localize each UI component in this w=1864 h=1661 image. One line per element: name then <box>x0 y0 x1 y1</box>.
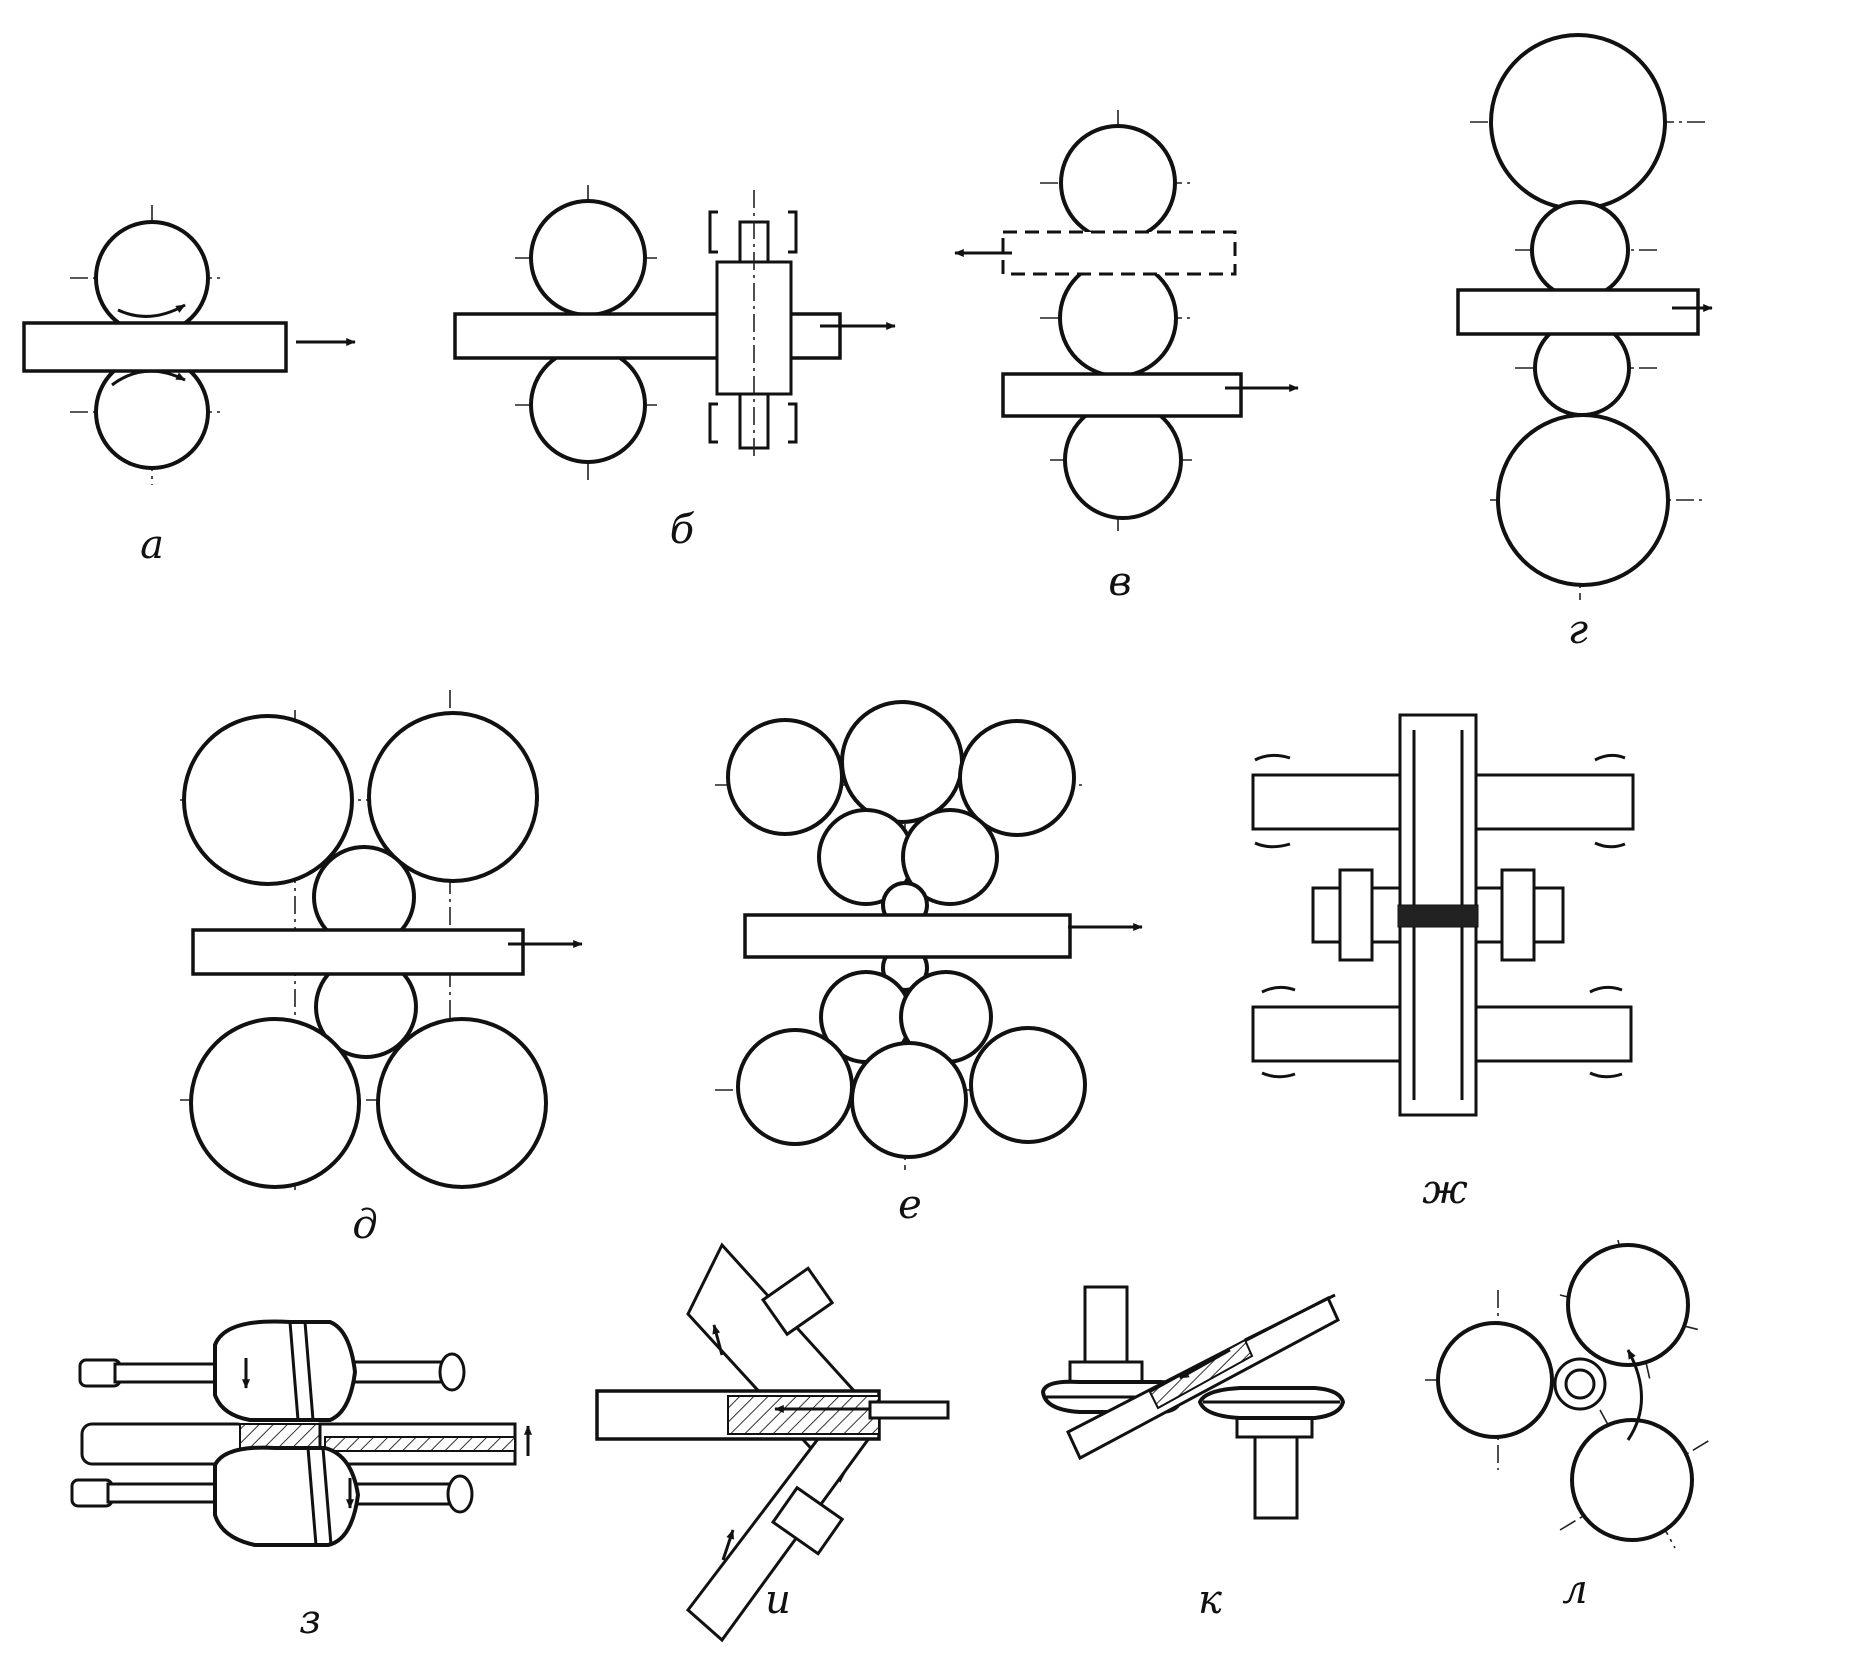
roll-bottom-right <box>1570 1418 1694 1542</box>
roll-top <box>529 199 647 317</box>
barrel-roll-top <box>213 1319 358 1422</box>
panel-g-four-high-stand <box>1456 33 1713 600</box>
workpiece-strip <box>191 928 525 976</box>
panel-e-cluster-stand <box>715 700 1143 1170</box>
roll-bottom <box>529 346 647 464</box>
panel-label-e: е <box>898 1182 922 1228</box>
panel-label-v: в <box>1108 559 1132 605</box>
backup-roll-bottom <box>1496 413 1670 587</box>
panel-label-i: и <box>765 1577 791 1623</box>
panel-z-skew-rolling-mill <box>70 1319 532 1547</box>
backup-roll <box>376 1017 548 1189</box>
backup-roll <box>850 1041 968 1159</box>
backup-roll <box>189 1017 361 1189</box>
panel-l-three-roll-stand <box>1425 1239 1711 1549</box>
panel-b-universal-stand <box>453 185 896 480</box>
panel-a-two-high-stand <box>22 205 356 485</box>
panel-label-z: з <box>299 1597 321 1643</box>
panel-label-g: г <box>1567 607 1589 653</box>
backup-roll <box>840 700 964 824</box>
intermediate-roll <box>901 808 999 906</box>
backup-roll <box>969 1026 1087 1144</box>
work-roll-top <box>1530 200 1630 300</box>
roll-top <box>1059 124 1177 242</box>
backup-roll <box>367 711 539 883</box>
roll-bottom <box>94 354 210 470</box>
roll-left <box>1436 1321 1554 1439</box>
barrel-roll-bottom <box>213 1445 361 1547</box>
backup-roll-top <box>1489 33 1667 211</box>
panel-d-six-high-stand <box>180 690 583 1190</box>
workpiece-strip-return-pass <box>1001 230 1237 276</box>
panel-label-b: б <box>669 507 695 553</box>
panel-label-a: а <box>140 522 164 568</box>
panel-v-three-high-stand <box>954 110 1299 535</box>
rolling-direction-arrow-icon <box>1179 1348 1231 1380</box>
rotation-arrow-icon <box>117 303 186 318</box>
workpiece-strip <box>1456 288 1700 336</box>
workpiece-strip <box>22 321 288 373</box>
panel-zh-universal-stand <box>1251 713 1635 1117</box>
rotation-arrow-icon <box>1626 1349 1643 1441</box>
rotation-arrow-icon <box>721 1529 735 1561</box>
backup-roll <box>726 718 844 836</box>
panel-i-disk-rolls <box>595 1242 950 1643</box>
panel-label-d: д <box>352 1202 378 1248</box>
workpiece-strip <box>743 913 1072 959</box>
panel-label-l: л <box>1562 1567 1588 1613</box>
backup-roll <box>736 1028 854 1146</box>
panel-k-mandrel-disk-rolls <box>1040 1285 1346 1520</box>
rotation-arrow-icon <box>712 1324 724 1356</box>
workpiece-strip <box>1001 372 1243 418</box>
panel-label-zh: ж <box>1422 1167 1468 1213</box>
panel-label-k: к <box>1198 1577 1222 1623</box>
roll-middle <box>1058 258 1178 378</box>
backup-roll <box>182 714 354 886</box>
roll-bottom <box>1063 400 1183 520</box>
roll-top-right <box>1566 1243 1690 1367</box>
backup-roll <box>958 719 1076 837</box>
